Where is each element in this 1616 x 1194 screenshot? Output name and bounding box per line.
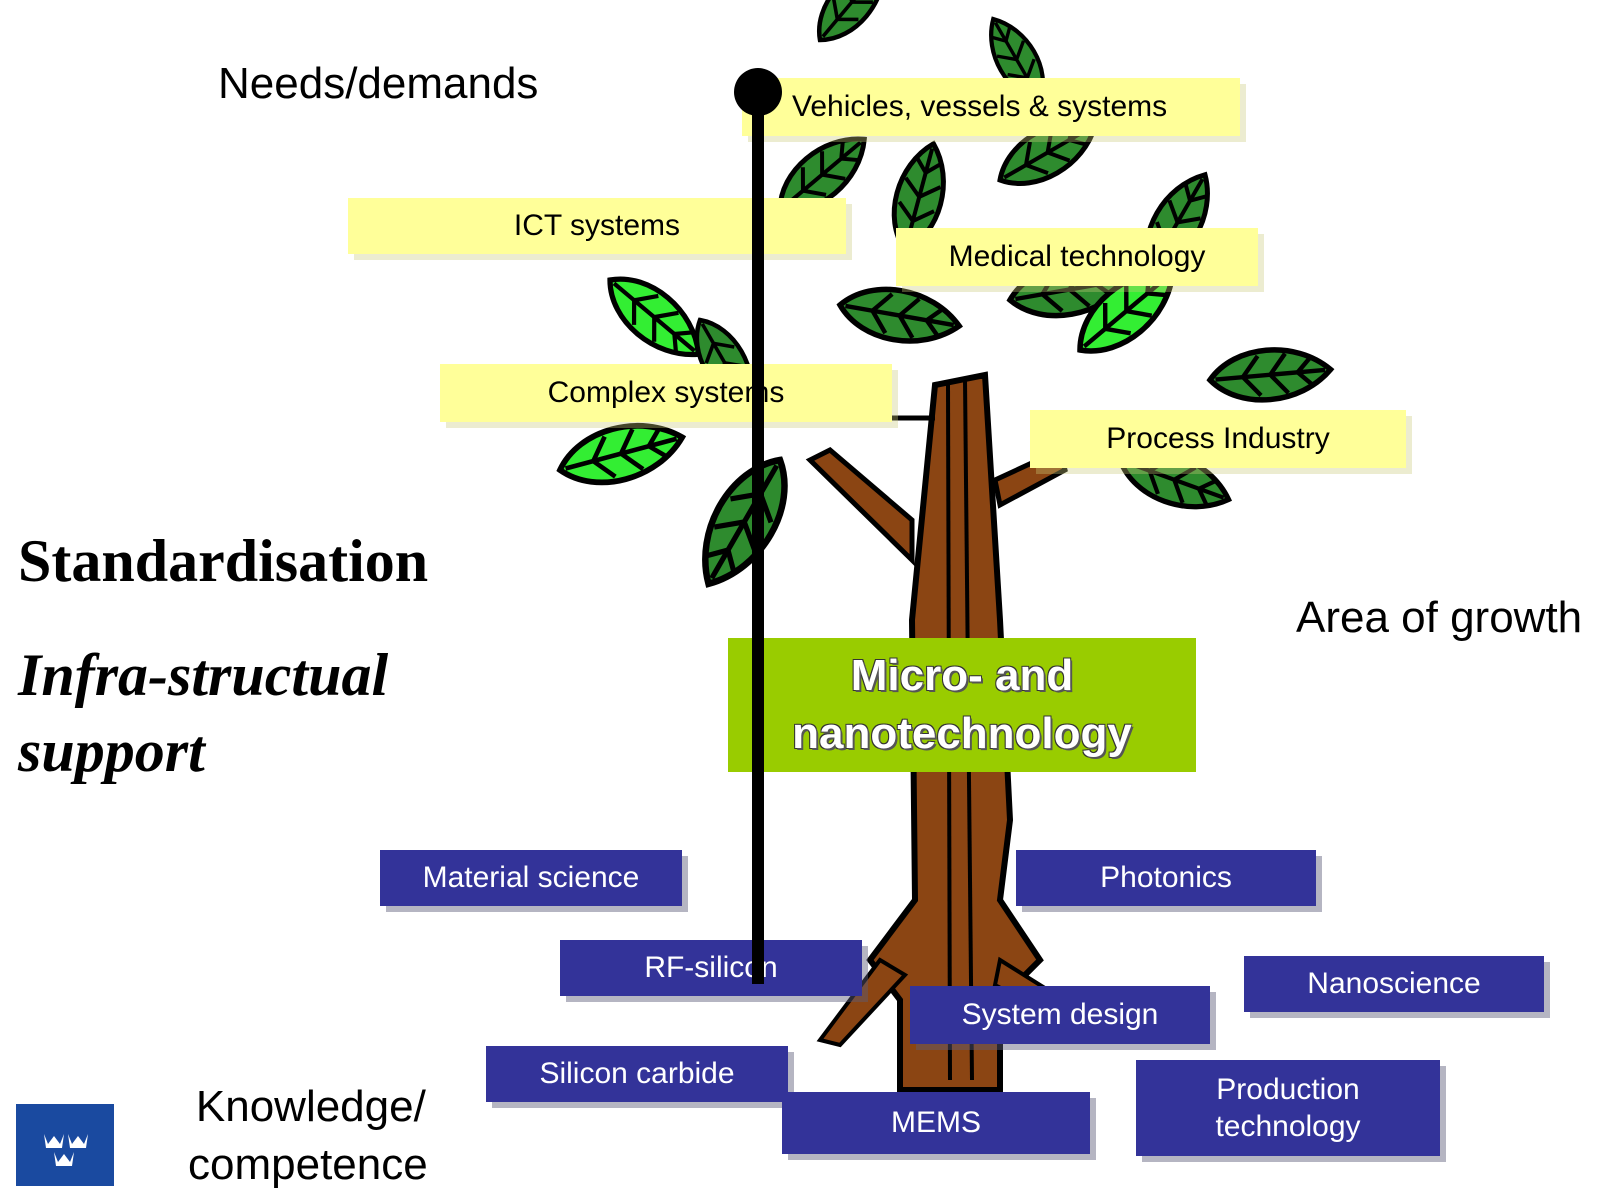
needs-knowledge-axis-line: [752, 88, 764, 984]
competence-box-material-science: Material science: [380, 850, 682, 906]
support-label: support: [18, 718, 205, 784]
knowledge-competence-label: Knowledge/ competence: [188, 1078, 428, 1194]
need-box-ict: ICT systems: [348, 198, 846, 254]
center-line1: Micro- and: [850, 650, 1074, 700]
competence-box-photonics: Photonics: [1016, 850, 1316, 906]
need-box-complex: Complex systems: [440, 364, 892, 422]
center-box-micro-nano: Micro- and nanotechnology: [728, 638, 1196, 772]
need-box-process: Process Industry: [1030, 410, 1406, 468]
production-line2: technology: [1215, 1110, 1361, 1143]
axis-top-dot: [734, 68, 782, 116]
crown-icon: [44, 1134, 88, 1166]
competence-box-production-technology: Production technology: [1136, 1060, 1440, 1156]
competence-box-silicon-carbide: Silicon carbide: [486, 1046, 788, 1102]
need-box-vehicles: Vehicles, vessels & systems: [742, 78, 1240, 136]
three-crowns-logo: [16, 1104, 114, 1186]
area-of-growth-label: Area of growth: [1296, 593, 1583, 642]
competence-label: competence: [188, 1140, 428, 1189]
competence-box-mems: MEMS: [782, 1092, 1090, 1154]
competence-box-system-design: System design: [910, 986, 1210, 1044]
standardisation-label: Standardisation: [18, 528, 429, 594]
production-line1: Production: [1216, 1072, 1360, 1106]
competence-box-nanoscience: Nanoscience: [1244, 956, 1544, 1012]
competence-box-rf-silicon: RF-silicon: [560, 940, 862, 996]
center-line2: nanotechnology: [792, 709, 1132, 758]
infra-structual-label: Infra-structual: [18, 642, 389, 708]
need-box-medical: Medical technology: [896, 228, 1258, 286]
knowledge-label: Knowledge/: [195, 1082, 426, 1131]
needs-demands-label: Needs/demands: [218, 59, 539, 108]
